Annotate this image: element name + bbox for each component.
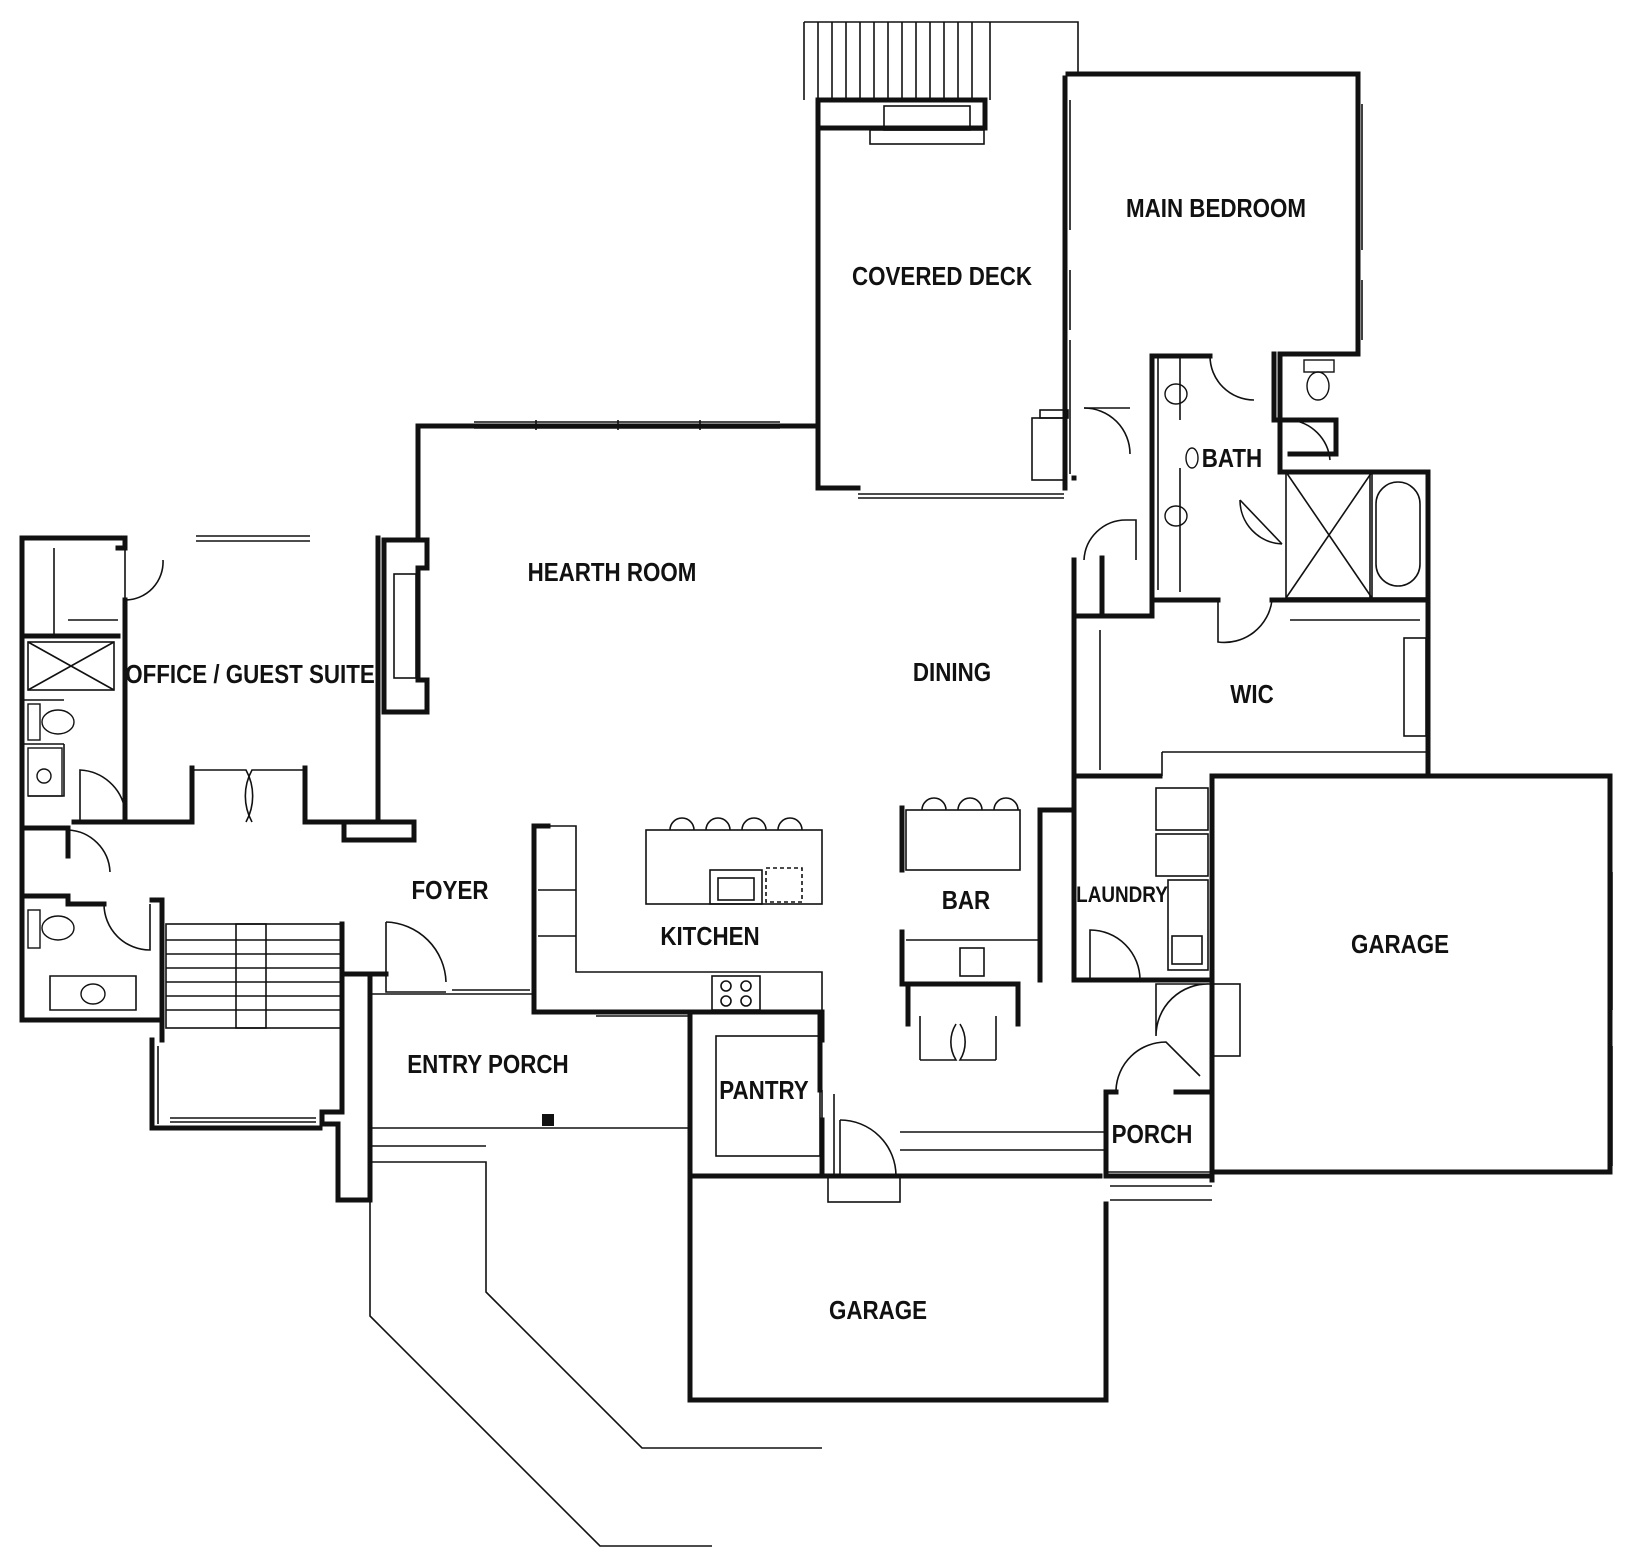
door-swings [67, 355, 1331, 1177]
label-dining: DINING [913, 658, 991, 687]
label-foyer: FOYER [412, 876, 489, 905]
label-entry-porch: ENTRY PORCH [407, 1050, 568, 1079]
label-porch: PORCH [1112, 1120, 1193, 1149]
label-laundry: LAUNDRY [1076, 883, 1168, 908]
label-bath: BATH [1202, 444, 1262, 473]
label-pantry: PANTRY [719, 1076, 808, 1105]
plumbing-fixtures [27, 359, 1335, 1005]
main-stair-treads [166, 939, 342, 1011]
label-wic: WIC [1230, 680, 1273, 709]
label-kitchen: KITCHEN [660, 922, 759, 951]
deck-stair-treads [817, 22, 973, 100]
room-labels: COVERED DECK MAIN BEDROOM BATH HEARTH RO… [125, 194, 1449, 1325]
label-garage-right: GARAGE [1351, 930, 1449, 959]
windows-and-thin-walls [21, 21, 1613, 1547]
label-bar: BAR [942, 886, 990, 915]
label-main-bedroom: MAIN BEDROOM [1126, 194, 1306, 223]
walls [19, 71, 1613, 1403]
label-office-guest-suite: OFFICE / GUEST SUITE [125, 660, 375, 689]
label-covered-deck: COVERED DECK [852, 262, 1033, 291]
label-garage-bottom: GARAGE [829, 1296, 927, 1325]
label-hearth-room: HEARTH ROOM [528, 558, 697, 587]
